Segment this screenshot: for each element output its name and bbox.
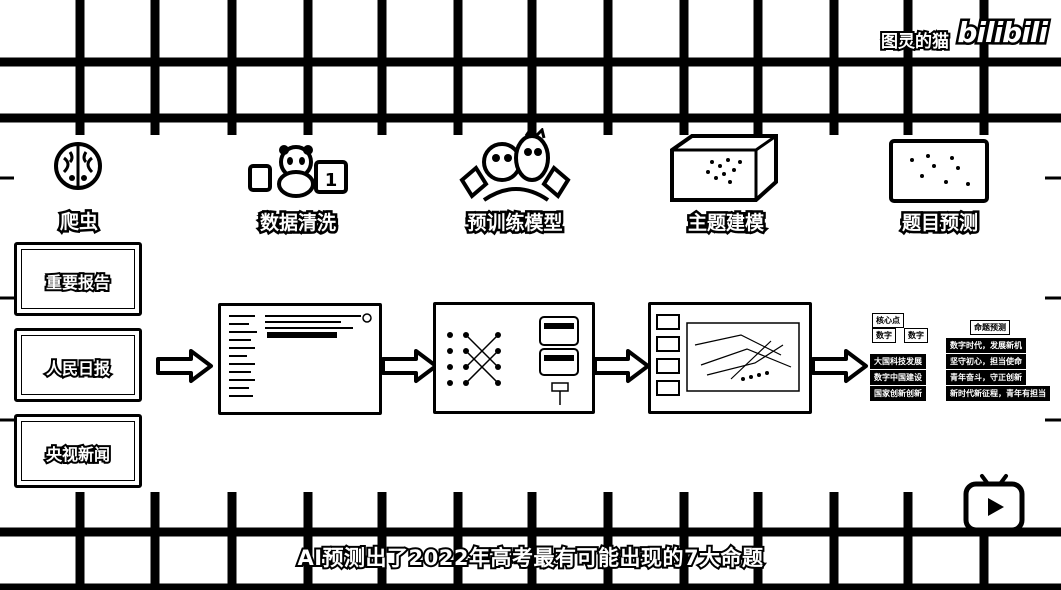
video-subtitle: AI预测出了2022年高考最有可能出现的7大命题 xyxy=(295,544,765,572)
bilibili-tv-play-icon[interactable] xyxy=(962,470,1026,534)
stage-title-topic-modeling: 主题建模 xyxy=(685,210,766,237)
result-right-item: 数字时代，发展新机 xyxy=(946,338,1026,353)
source-box-peoples-daily: 人民日报 xyxy=(14,328,142,402)
result-right-item: 青年奋斗，守正创新 xyxy=(946,370,1026,385)
arrow-right-icon xyxy=(593,349,650,383)
network-architecture-graphic xyxy=(447,316,579,405)
muppets-icon xyxy=(459,128,571,202)
result-left-pill: 数字 xyxy=(904,328,928,343)
source-label: 重要报告 xyxy=(44,271,112,294)
result-right-header: 命题预测 xyxy=(970,320,1010,335)
panda-icon: 1 xyxy=(248,145,348,198)
result-right-item: 新时代新征程，青年有担当 xyxy=(946,386,1050,401)
result-left-header: 核心点 xyxy=(872,313,904,328)
stage-title-question-prediction: 题目预测 xyxy=(899,210,980,237)
result-right-item: 坚守初心，担当使命 xyxy=(946,354,1026,369)
result-left-item: 大国科技发展 xyxy=(870,354,926,369)
pretrained-model-panel xyxy=(433,302,595,414)
result-left-pill: 数字 xyxy=(872,328,896,343)
source-box-reports: 重要报告 xyxy=(14,242,142,316)
bilibili-logo: bilibili xyxy=(955,14,1051,52)
arrow-right-icon xyxy=(381,349,438,383)
svg-text:1: 1 xyxy=(325,170,338,191)
source-box-cctv-news: 央视新闻 xyxy=(14,414,142,488)
stage-title-data-cleaning: 数据清洗 xyxy=(257,210,338,237)
result-left-item: 数字中国建设 xyxy=(870,370,926,385)
result-left-item: 国家创新创新 xyxy=(870,386,926,401)
topic-modeling-panel xyxy=(648,302,812,414)
stage-title-crawler: 爬虫 xyxy=(57,209,100,236)
arrow-right-icon xyxy=(811,349,868,383)
topic-cube-icon xyxy=(670,134,778,202)
arrow-right-icon xyxy=(156,349,213,383)
channel-watermark: 图灵的猫 xyxy=(879,30,951,54)
document-lines-graphic xyxy=(229,313,372,397)
data-cleaning-panel xyxy=(218,303,382,415)
topic-graph-graphic xyxy=(656,314,800,396)
brain-icon xyxy=(54,142,102,190)
scatter-board-icon xyxy=(889,139,989,203)
stage-title-pretrained-model: 预训练模型 xyxy=(465,210,565,237)
source-label: 人民日报 xyxy=(44,357,112,380)
source-label: 央视新闻 xyxy=(44,443,112,466)
